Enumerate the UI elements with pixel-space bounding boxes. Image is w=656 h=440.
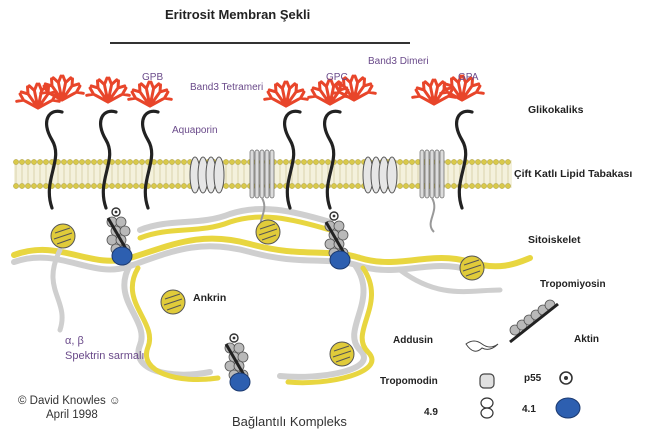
ankyrin-1: [51, 224, 75, 248]
legend-adducin: Addusin: [393, 335, 433, 346]
credit-author: © David Knowles ☺: [18, 395, 121, 408]
legend-actin: Aktin: [574, 334, 599, 345]
label-ankyrin: Ankrin: [193, 292, 226, 304]
glycophorin-b2: [143, 111, 158, 208]
credit-date: April 1998: [46, 409, 98, 422]
ankyrin-4: [330, 342, 354, 366]
legend-tropomyosin: Tropomiyosin: [540, 279, 606, 290]
label-spectrin-coil: Spektrin sarmalı: [65, 350, 144, 362]
glycan-tree: [87, 78, 130, 102]
title-underline: [110, 42, 410, 44]
legend-band49: 4.9: [424, 407, 438, 418]
legend-band41-icon: [556, 398, 580, 418]
legend-adducin-icon: [466, 341, 498, 351]
legend-tropomodulin: Tropomodin: [380, 376, 438, 387]
label-aquaporin: Aquaporin: [172, 125, 218, 136]
legend-band41: 4.1: [522, 404, 536, 415]
legend-tropomodulin-icon: [480, 374, 494, 388]
glycophorin-left: [47, 111, 62, 208]
legend-band49-icon: [481, 398, 493, 418]
ankyrin-3: [161, 290, 185, 314]
label-band3-dimer: Band3 Dimeri: [368, 56, 429, 67]
label-glycocalyx: Glikokaliks: [528, 104, 583, 116]
band3-dimer: [420, 150, 444, 232]
glycan-tree: [265, 82, 308, 106]
junctional-complex-3: [225, 334, 250, 391]
label-band3-tetramer: Band3 Tetrameri: [190, 82, 263, 93]
legend-p55-icon: [560, 372, 572, 384]
aquaporin-channel: [190, 157, 224, 193]
label-gpa: GPA: [458, 72, 478, 83]
ankyrin-5: [460, 256, 484, 280]
label-gpc: GPC: [326, 72, 348, 83]
legend-p55: p55: [524, 373, 541, 384]
label-spectrin-ab: α, β: [65, 335, 84, 347]
label-cytoskeleton: Sitoiskelet: [528, 234, 581, 246]
glycan-tree: [129, 82, 172, 106]
label-gpb: GPB: [142, 72, 163, 83]
band3-dimer-channel: [363, 157, 397, 193]
caption-junctional-complex: Bağlantılı Kompleks: [232, 414, 347, 429]
junctional-complex-1: [107, 208, 132, 265]
glycophorin-b: [101, 111, 116, 208]
legend-actin-icon: [510, 300, 558, 342]
ankyrin-2: [256, 220, 280, 244]
label-lipid-bilayer: Çift Katlı Lipid Tabakası: [514, 168, 632, 180]
diagram-title: Eritrosit Membran Şekli: [165, 7, 310, 22]
